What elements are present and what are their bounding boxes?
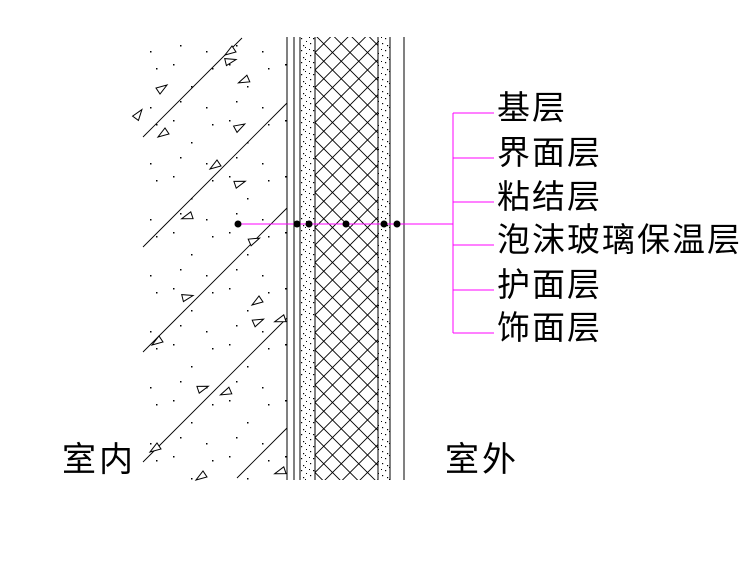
layer-label-finish: 饰面层 xyxy=(497,311,602,347)
layer-boundary-lines xyxy=(286,37,405,480)
layer-label-bonding: 粘结层 xyxy=(497,180,602,216)
base-wall-concrete-hatch xyxy=(131,37,289,481)
outdoor-label: 室外 xyxy=(445,442,519,479)
indoor-label: 室内 xyxy=(62,442,136,479)
layer-label-base: 基层 xyxy=(497,91,567,127)
layer-label-protective: 护面层 xyxy=(497,268,602,304)
bonding-layer-band xyxy=(300,37,315,480)
insulation-layer-band xyxy=(315,37,378,480)
layer-marker-dots xyxy=(234,220,401,228)
layer-label-insulation: 泡沫玻璃保温层 xyxy=(497,223,742,259)
layer-label-interface: 界面层 xyxy=(497,136,602,172)
protective-layer-band xyxy=(378,37,390,480)
